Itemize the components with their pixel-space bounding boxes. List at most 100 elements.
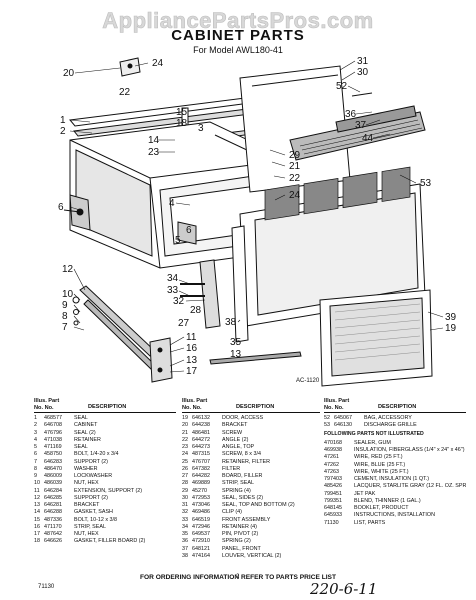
callout-52: 52 bbox=[336, 81, 348, 92]
part-description: SEAL, SIDES (2) bbox=[222, 494, 264, 501]
illus-part-header: Illus. Part No. No. bbox=[182, 398, 207, 411]
callout-23: 23 bbox=[148, 147, 160, 158]
callout-6: 6 bbox=[58, 202, 64, 213]
illus-number: 1 bbox=[34, 415, 37, 421]
illus-number: 20 bbox=[182, 422, 188, 429]
illus-number: 2 bbox=[34, 422, 37, 429]
illus-number: 35 bbox=[182, 531, 188, 537]
part-number: 646708 bbox=[44, 422, 62, 429]
part-description: BRACKET bbox=[74, 502, 100, 508]
description-header: DESCRIPTION bbox=[88, 404, 127, 410]
page-id: 71130 bbox=[38, 584, 55, 590]
part-number: 45270 bbox=[192, 487, 207, 494]
part-number: 646284 bbox=[44, 487, 62, 494]
part-number: 476796 bbox=[44, 429, 62, 436]
grille-upper bbox=[335, 105, 417, 133]
part-number: 487336 bbox=[44, 516, 62, 523]
model-subtitle: For Model AWL180-41 bbox=[193, 45, 283, 55]
part-number: 471038 bbox=[44, 436, 62, 443]
part-number: 476707 bbox=[192, 458, 210, 465]
callout-11: 11 bbox=[186, 332, 197, 343]
page-title: CABINET PARTS bbox=[171, 27, 305, 44]
callout-4: 4 bbox=[169, 198, 175, 209]
parts-column-header: Illus. Part No. No. DESCRIPTION bbox=[182, 398, 320, 413]
illus-number: 7 bbox=[34, 458, 37, 465]
illus-number: 34 bbox=[182, 523, 188, 530]
part-description: WIRE, WHITE (25 FT.) bbox=[354, 468, 409, 475]
illus-number: 23 bbox=[182, 444, 188, 450]
illus-header-line: Illus. Part bbox=[182, 398, 208, 404]
part-description: RETAINER, FILTER bbox=[222, 458, 271, 465]
part-description: ANGLE, TOP bbox=[222, 444, 255, 450]
part-description: GASKET, SASH bbox=[74, 509, 113, 516]
part-description: PIN, PIVOT (2) bbox=[222, 531, 259, 537]
part-number: 47262 bbox=[324, 461, 339, 468]
illus-part-header: Illus. Part No. No. bbox=[324, 398, 349, 411]
callout-22: 22 bbox=[289, 173, 301, 184]
part-number: 644273 bbox=[192, 444, 210, 450]
illus-number: 33 bbox=[182, 516, 188, 523]
part-description: BOLT, 10-12 x 3/8 bbox=[74, 516, 118, 523]
illus-number: 53 bbox=[324, 422, 330, 429]
callout-17: 17 bbox=[186, 366, 198, 377]
callout-29: 29 bbox=[289, 150, 301, 161]
illus-number: 29 bbox=[182, 487, 188, 494]
callout-1: 1 bbox=[60, 115, 66, 126]
callout-5: 5 bbox=[175, 235, 181, 246]
callout-28: 28 bbox=[190, 305, 202, 316]
illus-number: 15 bbox=[34, 516, 40, 523]
part-number: 644272 bbox=[192, 436, 210, 443]
callout-8: 8 bbox=[62, 311, 68, 322]
part-number: 469486 bbox=[192, 509, 210, 516]
callout-53: 53 bbox=[420, 178, 432, 189]
part-description: RETAINER bbox=[74, 436, 101, 443]
illus-number: 3 bbox=[34, 429, 37, 436]
part-number: 645933 bbox=[324, 512, 342, 519]
part-number: 474164 bbox=[192, 552, 210, 559]
callout-30: 30 bbox=[357, 67, 369, 78]
illus-number: 52 bbox=[324, 415, 330, 421]
part-number: 647382 bbox=[192, 465, 210, 472]
illus-number: 36 bbox=[182, 538, 188, 545]
part-description: LIST, PARTS bbox=[354, 519, 386, 526]
illus-number: 17 bbox=[34, 531, 40, 537]
part-number: 646626 bbox=[44, 538, 62, 545]
part-description: SCREW, 8 x 3/4 bbox=[222, 451, 261, 458]
ordering-footer: FOR ORDERING INFORMATION REFER TO PARTS … bbox=[140, 574, 336, 581]
callout-19: 19 bbox=[445, 323, 457, 334]
illus-number: 31 bbox=[182, 502, 188, 508]
part-description: SPRING (2) bbox=[222, 538, 251, 545]
part-number: 47263 bbox=[324, 468, 339, 475]
part-number: 473046 bbox=[192, 502, 210, 508]
illus-number: 10 bbox=[34, 480, 40, 487]
part-number: 648145 bbox=[324, 505, 342, 511]
part-row: 15 487336 BOLT, 10-12 x 3/8 bbox=[34, 517, 176, 524]
callout-27: 27 bbox=[178, 318, 190, 329]
callout-14: 14 bbox=[148, 135, 160, 146]
illus-number: 13 bbox=[34, 502, 40, 508]
